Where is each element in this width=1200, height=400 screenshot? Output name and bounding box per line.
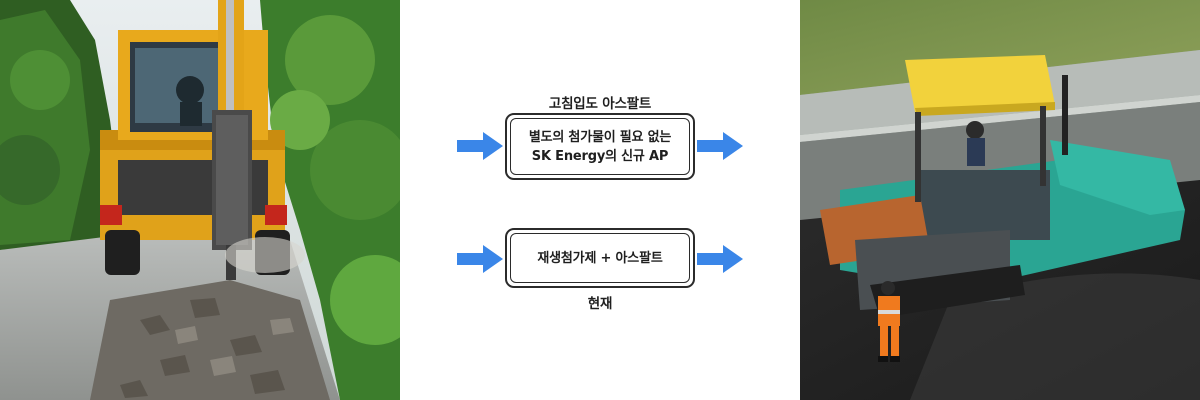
arrow-in-top: [457, 132, 503, 160]
photo-asphalt-paver: [800, 0, 1200, 400]
photo-excavator: [0, 0, 400, 400]
arrow-in-bottom: [457, 245, 503, 273]
top-label: 고침입도 아스팔트: [548, 96, 652, 112]
arrow-out-top: [697, 132, 743, 160]
bottom-box-line-1: 재생첨가제 + 아스팔트: [537, 250, 663, 266]
bottom-label: 현재: [587, 296, 613, 312]
top-box: 별도의 첨가물이 필요 없는 SK Energy의 신규 AP: [505, 113, 695, 180]
bottom-box: 재생첨가제 + 아스팔트: [505, 228, 695, 288]
top-box-line-2: SK Energy의 신규 AP: [531, 148, 669, 164]
arrow-out-bottom: [697, 245, 743, 273]
top-box-line-1: 별도의 첨가물이 필요 없는: [528, 129, 672, 145]
